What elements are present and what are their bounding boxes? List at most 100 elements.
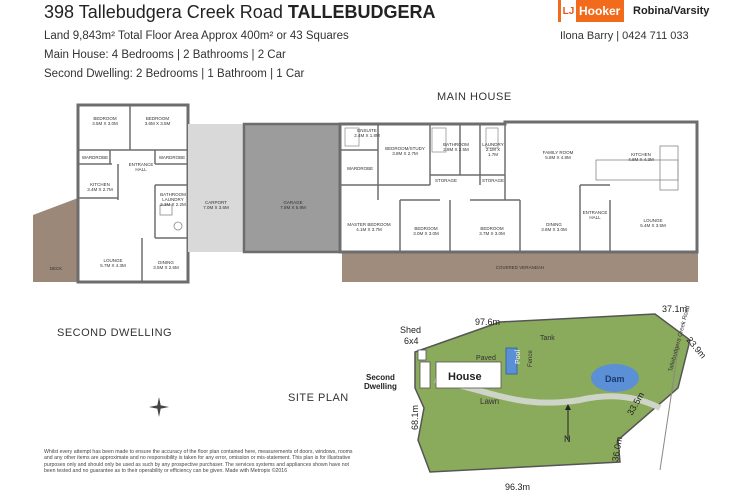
land-info: Land 9,843m² Total Floor Area Approx 400… xyxy=(44,30,349,42)
laundry-dims: 2.1m x 1.7m xyxy=(485,147,501,157)
deck-area xyxy=(33,198,78,282)
road-line xyxy=(659,349,679,471)
storage1-label: STORAGE xyxy=(435,178,457,183)
paved-label: Paved xyxy=(476,355,496,362)
agent-contact: Ilona Barry | 0424 711 033 xyxy=(560,30,689,42)
storage2-label: STORAGE xyxy=(482,178,504,183)
dim-right3: 36.0m xyxy=(610,436,624,462)
kitchen-label: KITCHEN 4.8m x 4.3m xyxy=(618,152,664,162)
address-text: 398 Tallebudgera Creek Road xyxy=(44,2,283,22)
dim-left: 68.1m xyxy=(410,405,420,430)
tank-label: Tank xyxy=(540,335,555,342)
north-label: N xyxy=(564,434,571,444)
kitchen-name: KITCHEN xyxy=(631,152,651,157)
sd-bath-dims: 2.3m x 2.2m xyxy=(160,202,186,207)
second-dwelling-footprint xyxy=(419,361,431,389)
sd-kitchen-name: KITCHEN xyxy=(90,182,110,187)
garage-label: GARAGE 7.8m x 5.9m xyxy=(268,200,318,210)
family-label: FAMILY ROOM 5.8m x 4.8m xyxy=(535,150,581,160)
sd-bedroom1-name: BEDROOM xyxy=(93,116,117,121)
office-name: Robina/Varsity xyxy=(633,5,710,17)
listing-title: 398 Tallebudgera Creek Road TALLEBUDGERA xyxy=(44,2,436,23)
carport-area xyxy=(188,124,244,252)
bed-study-name: BEDROOM/STUDY xyxy=(385,146,425,151)
lounge-label: LOUNGE 5.4m x 3.5m xyxy=(630,218,676,228)
bedroom4-dims: 3.7m x 3.0m xyxy=(479,231,505,236)
fence-label: Fence xyxy=(528,350,534,367)
wardrobe-label: WARDROBE xyxy=(346,166,374,171)
logo-mark: LJ xyxy=(561,0,576,22)
master-name: MASTER BEDROOM xyxy=(347,222,391,227)
sd-wardrobe1-label: WARDROBE xyxy=(81,155,109,160)
bedroom3-label: BEDROOM 3.0m x 3.0m xyxy=(404,226,448,236)
sd-kitchen-dims: 3.4m x 2.7m xyxy=(87,187,113,192)
ensuite-name: ENSUITE xyxy=(357,128,377,133)
bathroom-label: BATHROOM 2.8m x 2.5m xyxy=(440,142,472,152)
site-plan-map: N Shed 6x4 Second Dwelling House Paved P… xyxy=(364,304,708,492)
driveway-path xyxy=(434,377,662,411)
dam-shape xyxy=(591,364,639,392)
logo-name: Hooker xyxy=(579,4,621,18)
dim-bottom: 96.3m xyxy=(505,482,530,492)
sd-dining-label: DINING 3.5m x 2.6m xyxy=(146,260,186,270)
bedroom3-dims: 3.0m x 3.0m xyxy=(413,231,439,236)
deck-label: DECK xyxy=(49,266,63,271)
family-dims: 5.8m x 4.8m xyxy=(545,155,571,160)
lounge-name: LOUNGE xyxy=(643,218,663,223)
compass-icon xyxy=(149,397,169,417)
sd-kitchen-label: KITCHEN 3.4m x 2.7m xyxy=(82,182,118,192)
carport-name: CARPORT xyxy=(205,200,227,205)
main-house-info: Main House: 4 Bedrooms | 2 Bathrooms | 2… xyxy=(44,49,286,61)
sd-entrance-label: ENTRANCE HALL xyxy=(128,162,154,172)
house-site-label: House xyxy=(448,371,482,383)
sd-bedroom1-label: BEDROOM 3.5m x 3.0m xyxy=(84,116,126,126)
pool-shape xyxy=(505,347,518,375)
sd-bedroom2-name: BEDROOM xyxy=(145,116,170,121)
sd-bath-label: BATHROOM LAUNDRY 2.3m x 2.2m xyxy=(157,192,189,207)
dam-label: Dam xyxy=(605,374,625,384)
carport-label: CARPORT 7.0m x 3.6m xyxy=(192,200,240,210)
second-dwelling-title: SECOND DWELLING xyxy=(57,327,173,339)
land-lot xyxy=(414,313,691,473)
entrance-label: ENTRANCE HALL xyxy=(582,210,608,220)
shed-footprint xyxy=(417,349,427,361)
sd-lounge-label: LOUNGE 5.7m x 4.3m xyxy=(92,258,134,268)
sd-bath-name: BATHROOM LAUNDRY xyxy=(160,192,186,202)
agency-logo: LJ Hooker xyxy=(558,0,624,22)
verandah-area xyxy=(342,252,698,282)
laundry-label: LAUNDRY 2.1m x 1.7m xyxy=(481,142,505,157)
sd-lounge-dims: 5.7m x 4.3m xyxy=(100,263,126,268)
second-dwelling-outline xyxy=(76,103,190,284)
family-name: FAMILY ROOM xyxy=(542,150,574,155)
garage-area xyxy=(242,122,342,254)
bathroom-dims: 2.8m x 2.5m xyxy=(443,147,469,152)
sd-bedroom2-label: BEDROOM 3.6m x 3.5m xyxy=(135,116,180,126)
sd-site-label-b: Dwelling xyxy=(364,382,397,391)
shed-label: Shed xyxy=(400,325,421,335)
pool-label: Pool xyxy=(515,350,522,364)
laundry-name: LAUNDRY xyxy=(482,142,504,147)
main-house-title: MAIN HOUSE xyxy=(437,91,512,103)
dining-label: DINING 3.6m x 3.0m xyxy=(534,222,574,232)
shed-size-label: 6x4 xyxy=(404,336,419,346)
dining-name: DINING xyxy=(546,222,562,227)
house-footprint xyxy=(435,361,502,389)
sd-bedroom1-dims: 3.5m x 3.0m xyxy=(92,121,118,126)
bed-study-dims: 3.8m x 2.7m xyxy=(392,151,418,156)
disclaimer-text: Whilst every attempt has been made to en… xyxy=(44,449,353,475)
ensuite-label: ENSUITE 2.4m x 1.8m xyxy=(354,128,380,138)
master-label: MASTER BEDROOM 4.1m x 3.7m xyxy=(346,222,392,232)
sd-wardrobe2-label: WARDROBE xyxy=(158,155,186,160)
verandah-label: COVERED VERANDAH xyxy=(495,265,545,270)
bathroom-name: BATHROOM xyxy=(443,142,469,147)
site-plan-title: SITE PLAN xyxy=(288,392,349,404)
dim-top-right: 37.1m xyxy=(662,304,687,314)
sd-dining-name: DINING xyxy=(158,260,174,265)
sd-lounge-name: LOUNGE xyxy=(103,258,123,263)
lawn-label: Lawn xyxy=(480,397,499,406)
bedroom3-name: BEDROOM xyxy=(414,226,438,231)
garage-name: GARAGE xyxy=(283,200,303,205)
second-dwelling-info: Second Dwelling: 2 Bedrooms | 1 Bathroom… xyxy=(44,68,305,80)
sd-site-label-a: Second xyxy=(366,373,395,382)
